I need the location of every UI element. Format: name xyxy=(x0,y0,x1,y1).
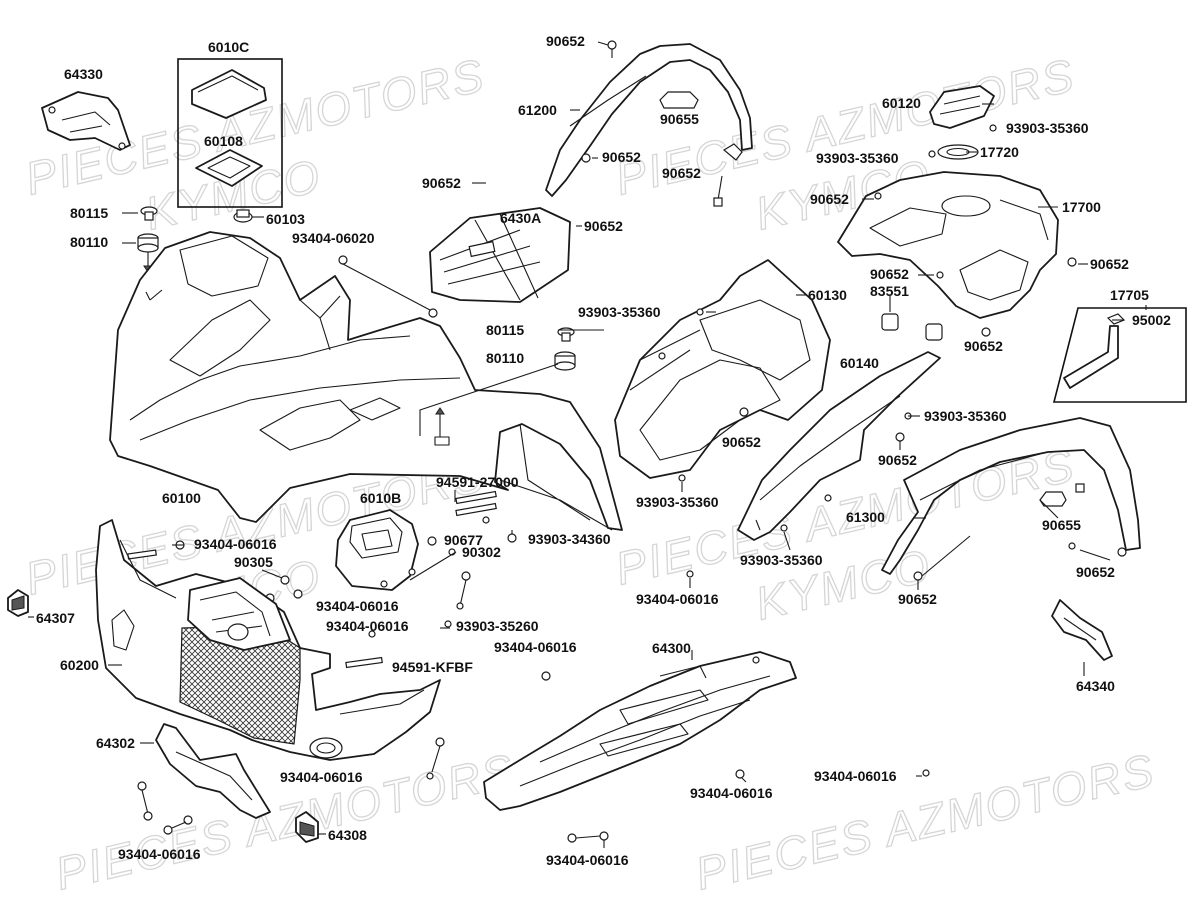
leader-lines xyxy=(28,41,1147,835)
label-94591-27000: 94591-27000 xyxy=(436,474,519,490)
part-64302 xyxy=(137,723,271,835)
label-93903-35360: 93903-35360 xyxy=(740,552,823,568)
label-64302: 64302 xyxy=(96,735,135,751)
label-93404-06016: 93404-06016 xyxy=(326,618,409,634)
label-60100: 60100 xyxy=(162,490,201,506)
label-6010B: 6010B xyxy=(360,490,401,506)
part-6010C xyxy=(177,58,283,208)
label-90305: 90305 xyxy=(234,554,273,570)
label-64340: 64340 xyxy=(1076,678,1115,694)
label-90655: 90655 xyxy=(660,111,699,127)
label-61200: 61200 xyxy=(518,102,557,118)
part-94591-KFBF xyxy=(127,549,383,669)
part-83551 xyxy=(881,271,944,341)
label-93404-06016: 93404-06016 xyxy=(814,768,897,784)
label-90652: 90652 xyxy=(546,33,585,49)
part-64330 xyxy=(41,91,131,151)
label-93903-35260: 93903-35260 xyxy=(456,618,539,634)
label-80110: 80110 xyxy=(486,350,524,366)
label-93903-35360: 93903-35360 xyxy=(924,408,1007,424)
label-90652: 90652 xyxy=(1076,564,1115,580)
part-60200 xyxy=(95,519,441,761)
label-90652: 90652 xyxy=(964,338,1003,354)
label-90652: 90652 xyxy=(878,452,917,468)
part-labels: 64330 6010C 60108 80115 60103 80110 9340… xyxy=(36,33,1171,868)
label-90302: 90302 xyxy=(462,544,501,560)
label-60103: 60103 xyxy=(266,211,305,227)
label-94591-KFBF: 94591-KFBF xyxy=(392,659,473,675)
label-90652: 90652 xyxy=(898,591,937,607)
label-93903-35360: 93903-35360 xyxy=(816,150,899,166)
part-61300 xyxy=(881,417,1141,581)
part-93404-06020 xyxy=(338,255,438,318)
part-17700 xyxy=(837,171,1077,337)
label-60120: 60120 xyxy=(882,95,921,111)
label-90652: 90652 xyxy=(1090,256,1129,272)
label-90652: 90652 xyxy=(662,165,701,181)
part-61200 xyxy=(545,40,753,207)
label-93404-06016: 93404-06016 xyxy=(494,639,577,655)
part-80115-80110-left xyxy=(137,206,159,273)
label-93404-06020: 93404-06020 xyxy=(292,230,375,246)
label-93903-34360: 93903-34360 xyxy=(528,531,611,547)
label-90677: 90677 xyxy=(444,532,483,548)
label-17720: 17720 xyxy=(980,144,1019,160)
label-93903-35360: 93903-35360 xyxy=(636,494,719,510)
label-83551: 83551 xyxy=(870,283,909,299)
label-64300: 64300 xyxy=(652,640,691,656)
part-17720 xyxy=(928,124,997,160)
label-95002: 95002 xyxy=(1132,312,1171,328)
label-90652: 90652 xyxy=(722,434,761,450)
label-60140: 60140 xyxy=(840,355,879,371)
label-93404-06016: 93404-06016 xyxy=(316,598,399,614)
label-93404-06016: 93404-06016 xyxy=(118,846,201,862)
part-60130 xyxy=(614,259,831,482)
label-93903-35360: 93903-35360 xyxy=(1006,120,1089,136)
label-90652: 90652 xyxy=(422,175,461,191)
part-60120 xyxy=(929,85,995,129)
label-93903-35360: 93903-35360 xyxy=(578,304,661,320)
part-60140 xyxy=(737,351,941,541)
label-6010C: 6010C xyxy=(208,39,249,55)
label-64308: 64308 xyxy=(328,827,367,843)
label-80115: 80115 xyxy=(486,322,524,338)
part-64307 xyxy=(7,589,29,617)
watermark-text: PIECES AZMOTORS xyxy=(51,743,520,899)
part-6430A xyxy=(429,207,571,303)
label-90652: 90652 xyxy=(584,218,623,234)
watermark-text: PIECES AZMOTORS xyxy=(691,743,1160,899)
part-94591-27000 xyxy=(454,490,497,517)
part-80115-80110-center xyxy=(419,327,576,436)
label-93404-06016: 93404-06016 xyxy=(546,852,629,868)
label-60200: 60200 xyxy=(60,657,99,673)
label-93404-06016: 93404-06016 xyxy=(280,769,363,785)
part-64308 xyxy=(295,811,319,843)
label-17700: 17700 xyxy=(1062,199,1101,215)
label-90655: 90655 xyxy=(1042,517,1081,533)
part-60103 xyxy=(233,209,253,223)
part-64340 xyxy=(1051,599,1113,661)
label-60130: 60130 xyxy=(808,287,847,303)
label-6430A: 6430A xyxy=(500,210,541,226)
label-93404-06016: 93404-06016 xyxy=(690,785,773,801)
part-60100 xyxy=(109,231,623,531)
label-64307: 64307 xyxy=(36,610,75,626)
label-93404-06016: 93404-06016 xyxy=(194,536,277,552)
label-17705: 17705 xyxy=(1110,287,1149,303)
part-64300 xyxy=(426,651,930,848)
label-90652: 90652 xyxy=(870,266,909,282)
label-90652: 90652 xyxy=(602,149,641,165)
label-61300: 61300 xyxy=(846,509,885,525)
label-80115: 80115 xyxy=(70,205,108,221)
label-90652: 90652 xyxy=(810,191,849,207)
label-93404-06016: 93404-06016 xyxy=(636,591,719,607)
label-60108: 60108 xyxy=(204,133,243,149)
label-64330: 64330 xyxy=(64,66,103,82)
label-80110: 80110 xyxy=(70,234,108,250)
part-6010B xyxy=(335,509,419,591)
